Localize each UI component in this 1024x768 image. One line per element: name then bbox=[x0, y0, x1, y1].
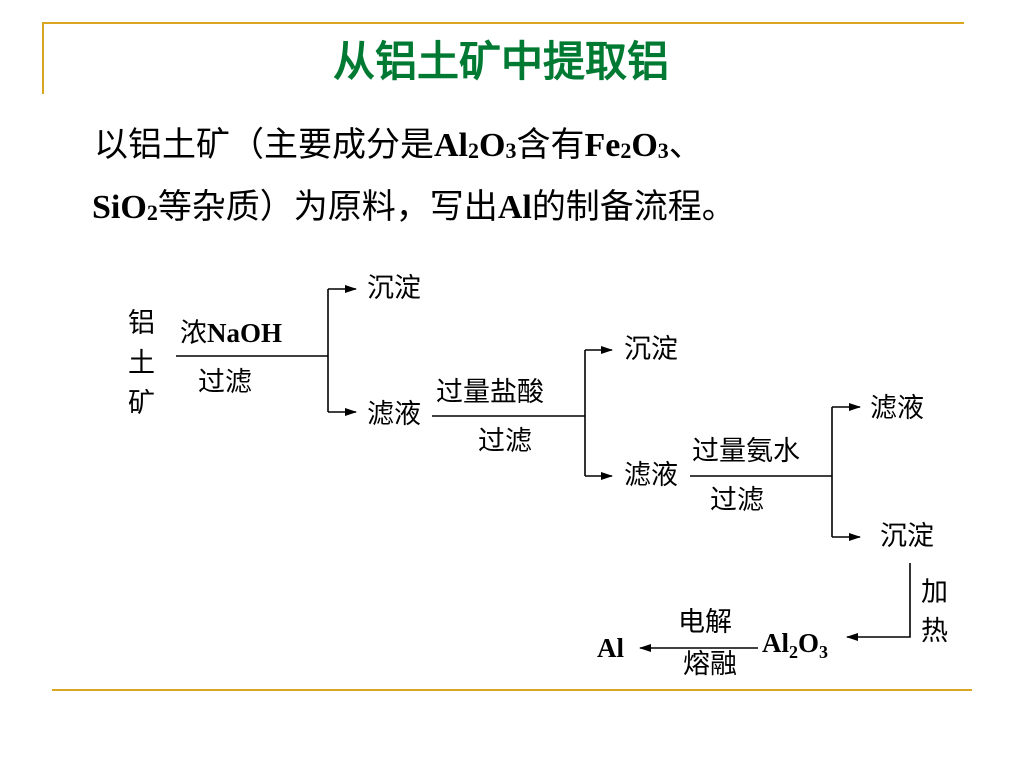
node-alumina: Al2O3 bbox=[762, 628, 829, 662]
intro-text-3: 、 bbox=[668, 125, 703, 165]
formula-sub: 2 bbox=[620, 138, 632, 163]
intro-text-4: 等杂质）为原料，写出 bbox=[157, 187, 498, 227]
node-out2-bottom: 滤液 bbox=[624, 460, 678, 491]
formula-fe: Fe bbox=[584, 127, 621, 164]
step1-reagent-formula: NaOH bbox=[207, 318, 283, 348]
step1-reagent: 浓NaOH bbox=[180, 318, 282, 349]
step3-reagent: 过量氨水 bbox=[692, 436, 800, 467]
formula-o: O bbox=[479, 127, 506, 164]
node-source-c1: 铝 bbox=[128, 308, 155, 339]
node-source-c2: 土 bbox=[128, 348, 155, 379]
alumina-sub: 2 bbox=[789, 642, 798, 662]
left-rule bbox=[42, 22, 44, 94]
formula-sub: 2 bbox=[146, 200, 158, 225]
node-out3-bottom: 沉淀 bbox=[880, 521, 934, 552]
step2-reagent: 过量盐酸 bbox=[436, 377, 544, 408]
intro-text-2: 含有 bbox=[516, 125, 585, 165]
alumina-o: O bbox=[798, 628, 820, 658]
alumina-sub: 3 bbox=[819, 642, 829, 662]
step5-top-label: 电解 bbox=[678, 607, 732, 638]
bottom-rule bbox=[52, 689, 972, 691]
step4-label-c1: 加 bbox=[921, 577, 948, 608]
node-out1-bottom: 滤液 bbox=[367, 399, 421, 430]
step4-label-c2: 热 bbox=[921, 616, 948, 647]
node-aluminum: Al bbox=[597, 633, 624, 663]
formula-al: Al bbox=[497, 189, 532, 226]
step1-reagent-prefix: 浓 bbox=[180, 318, 207, 349]
arrow-heat bbox=[846, 563, 911, 641]
alumina-al: Al bbox=[762, 628, 789, 658]
node-source-c3: 矿 bbox=[128, 388, 155, 419]
step2-operation: 过滤 bbox=[478, 426, 532, 457]
slide-title: 从铝土矿中提取铝 bbox=[332, 37, 669, 86]
node-out3-top: 滤液 bbox=[870, 393, 924, 424]
formula-o: O bbox=[631, 127, 658, 164]
formula-sub: 3 bbox=[505, 138, 517, 163]
intro-text-5: 的制备流程。 bbox=[531, 187, 736, 227]
intro-text-1: 以铝土矿（主要成分是 bbox=[94, 125, 434, 165]
intro-line-2: SiO2等杂质）为原料，写出Al的制备流程。 bbox=[92, 188, 736, 230]
top-rule bbox=[42, 22, 964, 24]
formula-sio: SiO bbox=[92, 189, 147, 226]
node-out2-top: 沉淀 bbox=[624, 334, 678, 365]
formula-sub: 3 bbox=[657, 138, 669, 163]
step5-bottom-label: 熔融 bbox=[683, 649, 737, 680]
formula-al: Al bbox=[434, 127, 468, 164]
node-out1-top: 沉淀 bbox=[367, 273, 421, 304]
step1-operation: 过滤 bbox=[198, 367, 252, 398]
step3-operation: 过滤 bbox=[710, 485, 764, 516]
formula-sub: 2 bbox=[468, 138, 479, 163]
intro-line-1: 以铝土矿（主要成分是Al2O3含有Fe2O3、 bbox=[94, 126, 703, 168]
